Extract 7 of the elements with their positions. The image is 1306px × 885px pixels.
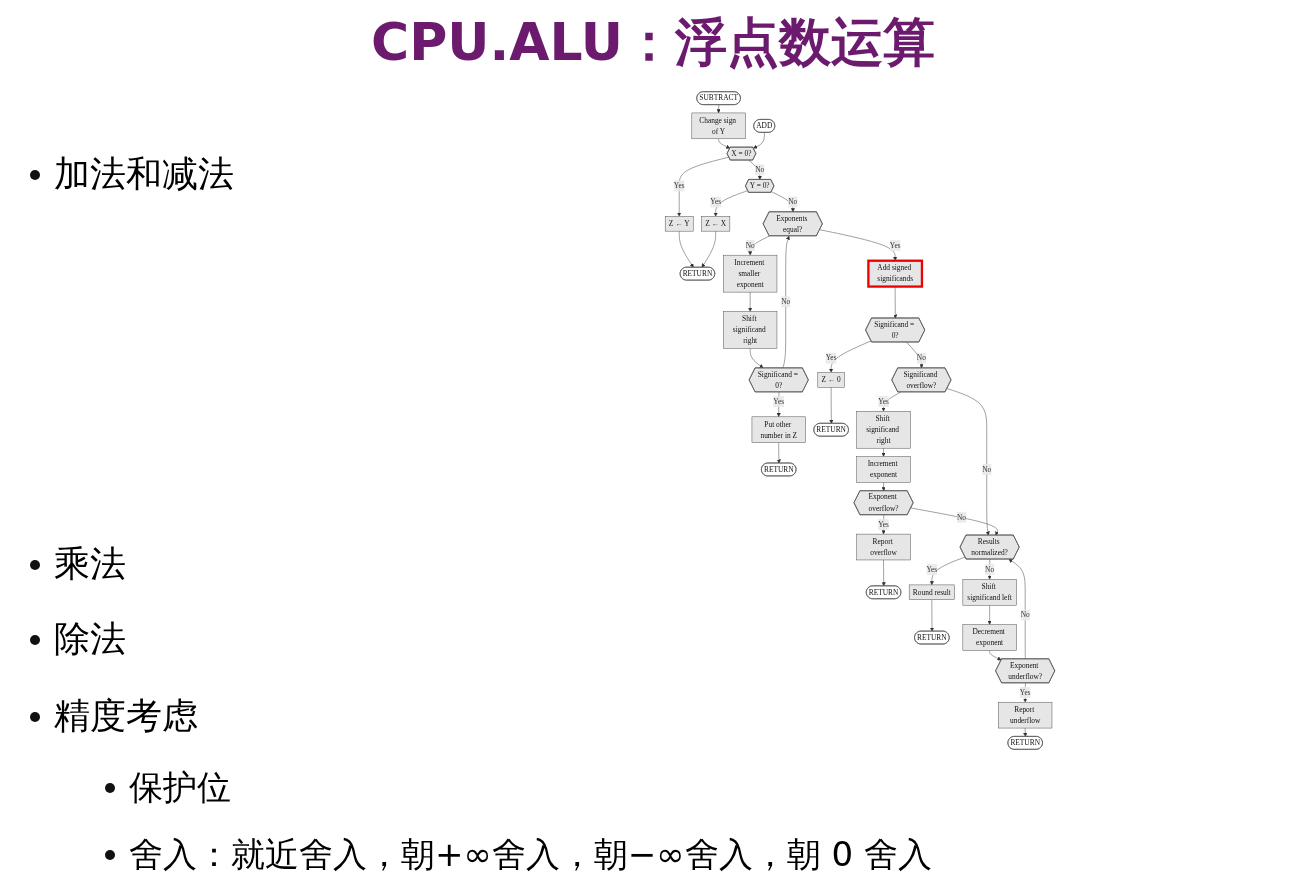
bullet-text: 保护位 [129, 766, 231, 809]
bullet-text: 除法 [54, 617, 126, 661]
bullet-text: 乘法 [54, 542, 126, 586]
bullet-text: 精度考虑 [54, 694, 198, 738]
slide-title: CPU.ALU：浮点数运算 [370, 11, 936, 74]
bullet-text: 加法和减法 [54, 152, 234, 196]
bullet-text: 舍入：就近舍入，朝+∞舍入，朝−∞舍入，朝 0 舍入 [129, 833, 932, 876]
